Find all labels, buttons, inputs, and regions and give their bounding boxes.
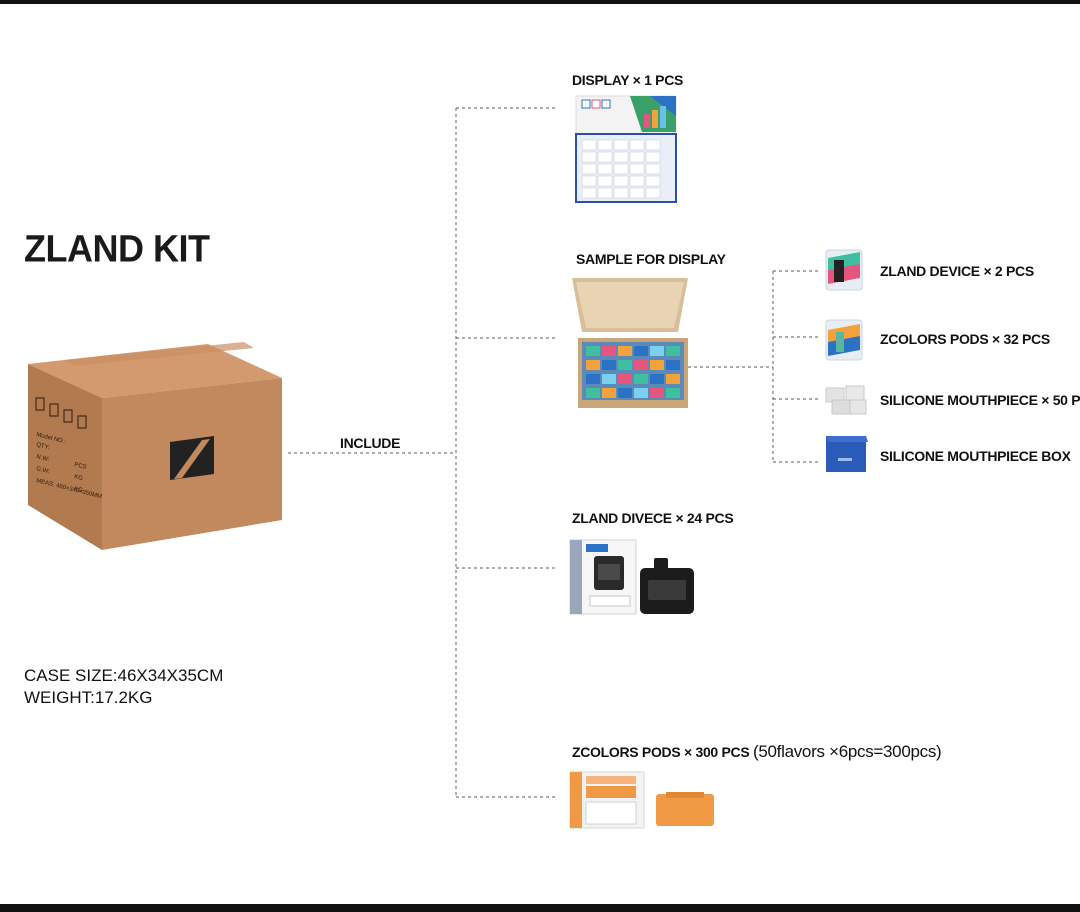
carton-nw-label: N.W: bbox=[36, 454, 51, 463]
weight-text: WEIGHT:17.2KG bbox=[24, 688, 153, 707]
pods-note: (50flavors ×6pcs=300pcs) bbox=[753, 742, 942, 761]
top-border bbox=[0, 0, 1080, 4]
sample-box-image bbox=[572, 278, 688, 408]
bottom-border bbox=[0, 904, 1080, 912]
sample-device-image bbox=[825, 249, 863, 291]
mouthpiece-box-image bbox=[826, 436, 868, 472]
pods-label: ZCOLORS PODS × 300 PCS (50flavors ×6pcs=… bbox=[572, 742, 942, 762]
carton-box-image: Model NO.: QTY: N.W: G.W: MEAS: 460×340×… bbox=[28, 342, 282, 550]
silicone-mouthpiece-label: SILICONE MOUTHPIECE × 50 P bbox=[880, 392, 1080, 408]
silicone-mouthpiece-image bbox=[825, 385, 867, 415]
pods-image bbox=[569, 771, 714, 829]
sample-label: SAMPLE FOR DISPLAY bbox=[576, 251, 726, 267]
sample-device-label: ZLAND DEVICE × 2 PCS bbox=[880, 263, 1034, 279]
sample-pods-label: ZCOLORS PODS × 32 PCS bbox=[880, 331, 1050, 347]
carton-kg-label-2: KG bbox=[74, 486, 84, 494]
device-image bbox=[569, 539, 694, 615]
kit-title: ZLAND KIT bbox=[24, 226, 210, 270]
display-label: DISPLAY × 1 PCS bbox=[572, 72, 684, 88]
carton-pcs-label: PCS bbox=[74, 462, 87, 471]
display-stand-image bbox=[575, 95, 677, 203]
pods-label-text: ZCOLORS PODS × 300 PCS bbox=[572, 744, 750, 760]
sample-pods-image bbox=[825, 319, 863, 361]
carton-gw-label: G.W: bbox=[36, 466, 51, 475]
case-size-text: CASE SIZE:46X34X35CM bbox=[24, 666, 224, 685]
include-label: INCLUDE bbox=[340, 435, 401, 451]
carton-kg-label-1: KG bbox=[74, 474, 84, 482]
carton-qty-label: QTY: bbox=[36, 442, 51, 451]
mouthpiece-box-label: SILICONE MOUTHPIECE BOX bbox=[880, 448, 1071, 464]
device-label: ZLAND DIVECE × 24 PCS bbox=[572, 510, 734, 526]
